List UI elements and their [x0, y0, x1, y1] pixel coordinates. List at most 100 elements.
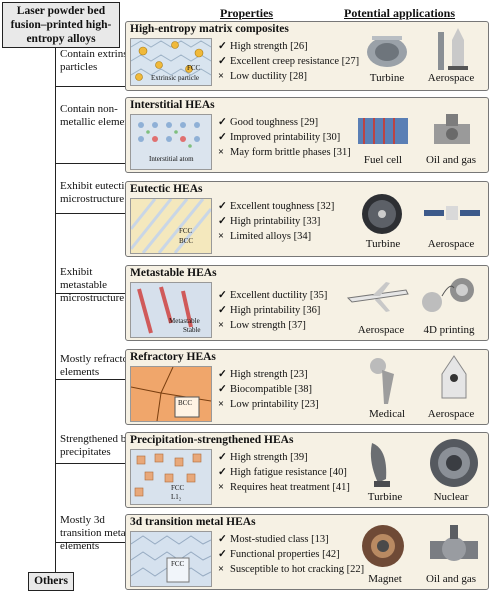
- app-label: Oil and gas: [425, 573, 477, 585]
- app-label: Fuel cell: [363, 154, 403, 166]
- property-item: ✓High fatigue resistance [40]: [218, 467, 347, 478]
- property-item: ✓Excellent ductility [35]: [218, 290, 328, 301]
- app-label: Medical: [368, 408, 406, 420]
- card-title: 3d transition metal HEAs: [130, 516, 256, 528]
- image-label-fcc: FCC: [179, 227, 193, 235]
- flower-4d-icon: [422, 278, 474, 312]
- check-icon: ✓: [218, 117, 227, 128]
- micro-image-3d-transition: FCC: [130, 531, 212, 587]
- property-item: ✓High printability [36]: [218, 305, 321, 316]
- property-item: ×May form brittle phases [31]: [218, 147, 351, 158]
- branch-line: [55, 542, 125, 543]
- property-item: ✓High strength [23]: [218, 369, 308, 380]
- card-refractory: Refractory HEAs BCC ✓High strength [23] …: [125, 349, 489, 425]
- card-matrix-composites: High-entropy matrix composites FCC Extri…: [125, 21, 489, 91]
- micro-image-composite: FCC Extrinsic particle: [130, 38, 212, 86]
- cross-icon: ×: [218, 71, 224, 82]
- branch-line: [55, 293, 125, 294]
- property-item: ×Requires heat treatment [41]: [218, 482, 350, 493]
- check-icon: ✓: [218, 41, 227, 52]
- satellite-icon: [424, 206, 480, 220]
- valve-icon: [430, 525, 478, 561]
- card-title: Metastable HEAs: [130, 267, 217, 279]
- check-icon: ✓: [218, 216, 227, 227]
- property-item: ✓Most-studied class [13]: [218, 534, 329, 545]
- property-item: ✓Improved printability [30]: [218, 132, 341, 143]
- check-icon: ✓: [218, 384, 227, 395]
- branch-label-nonmetallic: Contain non-metallic elements: [60, 103, 138, 128]
- property-item: ✓Excellent creep resistance [27]: [218, 56, 360, 67]
- property-item: ×Low strength [37]: [218, 320, 306, 331]
- check-icon: ✓: [218, 132, 227, 143]
- check-icon: ✓: [218, 452, 227, 463]
- card-metastable: Metastable HEAs Metastable Stable ✓Excel…: [125, 265, 489, 341]
- airplane-icon: [346, 282, 409, 312]
- branch-label-eutectic: Exhibit eutectic microstructure: [60, 180, 130, 205]
- micro-image-interstitial: Interstitial atom: [130, 114, 212, 170]
- image-label-stable: Stable: [183, 326, 201, 334]
- app-label: Turbine: [369, 72, 405, 84]
- app-label: Aerospace: [357, 324, 405, 336]
- property-item: ✓Biocompatible [38]: [218, 384, 312, 395]
- branch-label-refractory: Mostly refractory elements: [60, 353, 138, 378]
- properties-header: Properties: [220, 6, 274, 20]
- turbine-blade-icon: [370, 443, 390, 487]
- property-list: ✓High strength [26] ✓Excellent creep res…: [218, 39, 359, 84]
- fuel-cell-icon: [358, 118, 408, 144]
- check-icon: ✓: [218, 201, 227, 212]
- property-item: ×Limited alloys [34]: [218, 231, 312, 242]
- app-label: Magnet: [368, 573, 402, 585]
- cross-icon: ×: [218, 482, 224, 493]
- check-icon: ✓: [218, 305, 227, 316]
- card-3d-transition: 3d transition metal HEAs FCC ✓Most-studi…: [125, 514, 489, 590]
- cross-icon: ×: [218, 231, 224, 242]
- branch-line: [55, 86, 125, 87]
- image-label-bcc: BCC: [178, 399, 193, 407]
- card-title: Interstitial HEAs: [130, 99, 215, 111]
- card-eutectic: Eutectic HEAs FCC BCC ✓Excellent toughne…: [125, 181, 489, 257]
- card-precipitation: Precipitation-strengthened HEAs FCC L1₂ …: [125, 432, 489, 508]
- check-icon: ✓: [218, 534, 227, 545]
- app-label: Aerospace: [427, 72, 475, 84]
- branch-line: [55, 379, 125, 380]
- cross-icon: ×: [218, 564, 224, 575]
- property-item: ✓High strength [39]: [218, 452, 308, 463]
- micro-image-refractory: BCC: [130, 366, 212, 422]
- image-label-fcc: FCC: [171, 560, 185, 568]
- app-label: Turbine: [365, 238, 401, 250]
- property-list: ✓High strength [39] ✓High fatigue resist…: [218, 450, 350, 495]
- cross-icon: ×: [218, 399, 224, 410]
- cross-icon: ×: [218, 320, 224, 331]
- branch-label-3d-transition: Mostly 3d transition metal elements: [60, 514, 129, 552]
- card-title: High-entropy matrix composites: [130, 23, 289, 35]
- app-label: Turbine: [367, 491, 403, 503]
- branch-line: [55, 463, 125, 464]
- branch-label-extrinsic: Contain extrinsic particles: [60, 48, 136, 73]
- micro-image-eutectic: FCC BCC: [130, 198, 212, 254]
- property-item: ✓High strength [26]: [218, 41, 308, 52]
- property-item: ×Low printability [23]: [218, 399, 319, 410]
- root-node: Laser powder bed fusion–printed high-ent…: [2, 2, 120, 48]
- image-label-bcc: BCC: [179, 237, 194, 245]
- image-label-fcc: FCC: [187, 64, 201, 72]
- check-icon: ✓: [218, 290, 227, 301]
- valve-icon: [434, 114, 470, 144]
- hip-implant-icon: [370, 358, 394, 404]
- property-list: ✓Most-studied class [13] ✓Functional pro…: [218, 532, 364, 577]
- branch-label-precipitates: Strengthened by precipitates: [60, 433, 132, 458]
- card-title: Precipitation-strengthened HEAs: [130, 434, 294, 446]
- check-icon: ✓: [218, 549, 227, 560]
- tree-trunk: [55, 48, 56, 572]
- app-label: Oil and gas: [425, 154, 477, 166]
- app-label: Nuclear: [433, 491, 469, 503]
- property-item: ✓Good toughness [29]: [218, 117, 319, 128]
- image-label-l12: L1₂: [171, 493, 182, 501]
- micro-image-precipitation: FCC L1₂: [130, 449, 212, 505]
- turbine-icon: [367, 36, 407, 67]
- image-label-particle: Extrinsic particle: [151, 74, 200, 82]
- others-node: Others: [28, 572, 74, 591]
- app-label: Aerospace: [427, 408, 475, 420]
- branch-line: [55, 213, 125, 214]
- card-interstitial: Interstitial HEAs Interstitial atom ✓Goo…: [125, 97, 489, 173]
- property-item: ×Susceptible to hot cracking [22]: [218, 564, 365, 575]
